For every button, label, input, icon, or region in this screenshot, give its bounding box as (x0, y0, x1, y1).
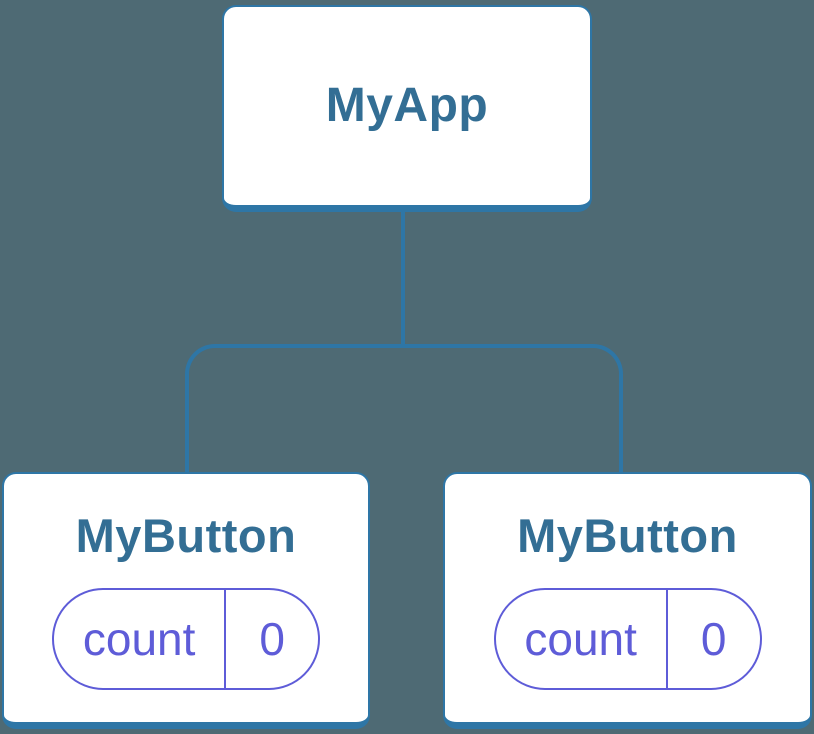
connector-root-line (401, 212, 405, 346)
state-key-cell: count (496, 590, 668, 689)
state-key-cell: count (54, 590, 227, 689)
state-value-cell: 0 (226, 590, 318, 688)
state-key-label: count (524, 613, 637, 666)
state-value-label: 0 (259, 613, 285, 666)
node-mybutton-left-label: MyButton (75, 509, 297, 562)
state-pill-left: count 0 (52, 588, 320, 691)
node-myapp: MyApp (222, 5, 592, 212)
node-mybutton-right: MyButton count 0 (443, 472, 812, 729)
state-key-label: count (82, 613, 196, 666)
state-value-label: 0 (700, 613, 727, 666)
node-mybutton-right-label: MyButton (517, 509, 738, 562)
state-pill-right: count 0 (493, 588, 762, 691)
connector-branch-bracket (185, 344, 623, 472)
node-mybutton-left: MyButton count 0 (2, 472, 370, 729)
state-value-cell: 0 (668, 590, 760, 688)
node-myapp-label: MyApp (325, 79, 489, 133)
